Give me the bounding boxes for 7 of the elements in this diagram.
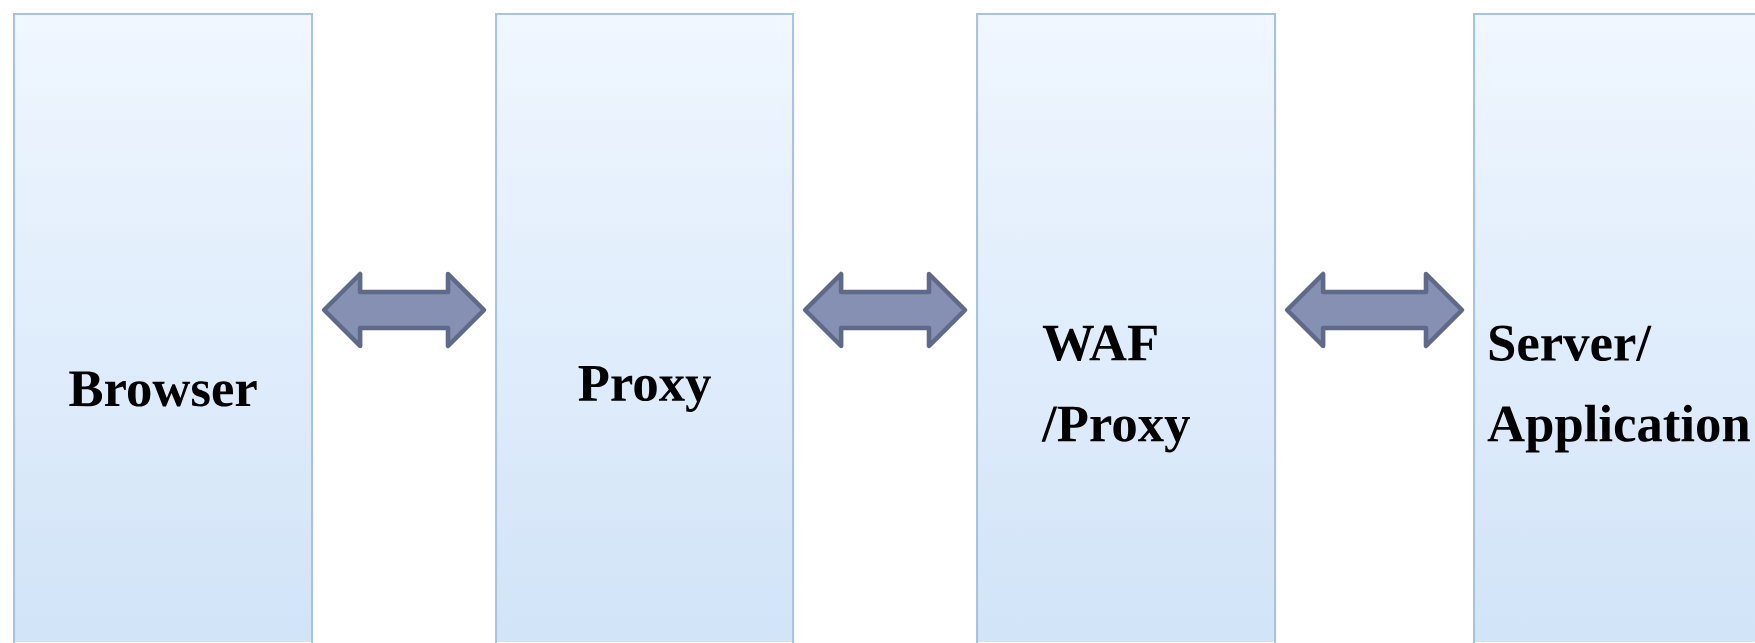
component-box: Server/ Application <box>1473 13 1755 643</box>
double-arrow <box>321 271 487 349</box>
component-box: Browser <box>13 13 314 643</box>
component-box: WAF /Proxy <box>976 13 1277 643</box>
component-box: Proxy <box>495 13 795 643</box>
double-arrow <box>802 271 968 349</box>
double-arrow <box>1284 271 1465 349</box>
